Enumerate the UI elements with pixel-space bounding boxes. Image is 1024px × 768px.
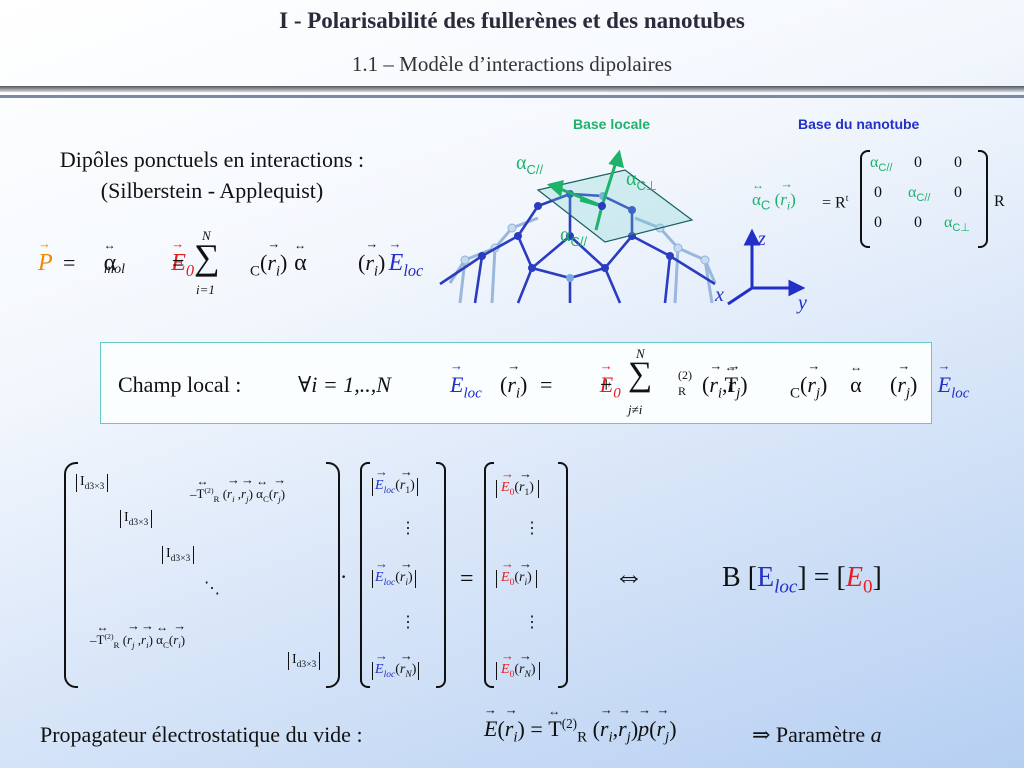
alpha-para-label-2: αC// (560, 224, 588, 249)
alpha-mol: α (104, 238, 117, 277)
page-title: I - Polarisabilité des fullerènes et des… (279, 8, 745, 33)
polarization-equation: P = α mol E0 = N ∑ i=1 α C(ri) Eloc (ri) (38, 226, 423, 302)
base-nanotube-label: Base du nanotube (798, 116, 920, 132)
intro-line-1: Dipôles ponctuels en interactions : (59, 147, 365, 172)
axes-diagram (727, 228, 806, 306)
intro-line-2: (Silberstein - Applequist) (100, 178, 324, 203)
axis-y-label: y (798, 292, 807, 314)
interaction-matrix: Id3×3 Id3×3 Id3×3 ⋱ Id3×3 –T(2)R (ri ,rj… (64, 462, 340, 690)
intro-text: Dipôles ponctuels en interactions : (Sil… (0, 144, 424, 206)
dipole-symbol: P (38, 236, 53, 277)
axis-z-label: z (758, 228, 766, 250)
parameter-note: ⇒ Paramètre a (752, 722, 882, 747)
champ-local-label: Champ local : (118, 372, 242, 397)
alpha-perp-label: αC⊥ (626, 168, 658, 193)
tangent-plane (536, 169, 694, 243)
equivalence-symbol: ⇔ (614, 560, 644, 593)
eloc-vector: Eloc(r1) ⋮ Eloc(ri) ⋮ Eloc(rN) (360, 462, 446, 690)
equals-sign: = (460, 566, 474, 592)
matrix-equation: B [Eloc] = [E0] (722, 562, 882, 598)
propagator-label: Propagateur électrostatique du vide : (40, 722, 363, 747)
alpha-c-ri: αC (ri) (752, 176, 796, 212)
base-locale-label: Base locale (573, 116, 651, 132)
sum-symbol: ∑ (194, 237, 220, 277)
forall-label: ∀i = 1,..,N (298, 372, 391, 397)
dot-operator: · (340, 564, 348, 589)
propagator-equation: E(ri) = T(2)R (ri,rj)p(rj) (484, 702, 677, 747)
local-field-box (100, 342, 932, 424)
local-field-equation: Eloc (ri) = E0 + N ∑ j≠i T (2) R (ri,rj)… (450, 346, 969, 422)
rt-symbol: = Rt (822, 193, 849, 212)
nanotube-matrix: αC// 0 0 0 αC// 0 0 0 αC⊥ (860, 150, 988, 248)
e0-vector: E0(r1) ⋮ E0(ri) ⋮ E0(rN) (484, 462, 568, 690)
axis-x-label: x (715, 284, 724, 306)
page-subtitle: 1.1 – Modèle d’interactions dipolaires (351, 52, 673, 76)
e0-symbol: E0 (171, 236, 194, 281)
r-symbol: R (994, 193, 1005, 210)
fullerene-diagram (439, 149, 717, 304)
alpha-para-label: αC// (516, 152, 544, 177)
header-divider-thin (0, 95, 1024, 98)
header-divider (0, 86, 1024, 92)
